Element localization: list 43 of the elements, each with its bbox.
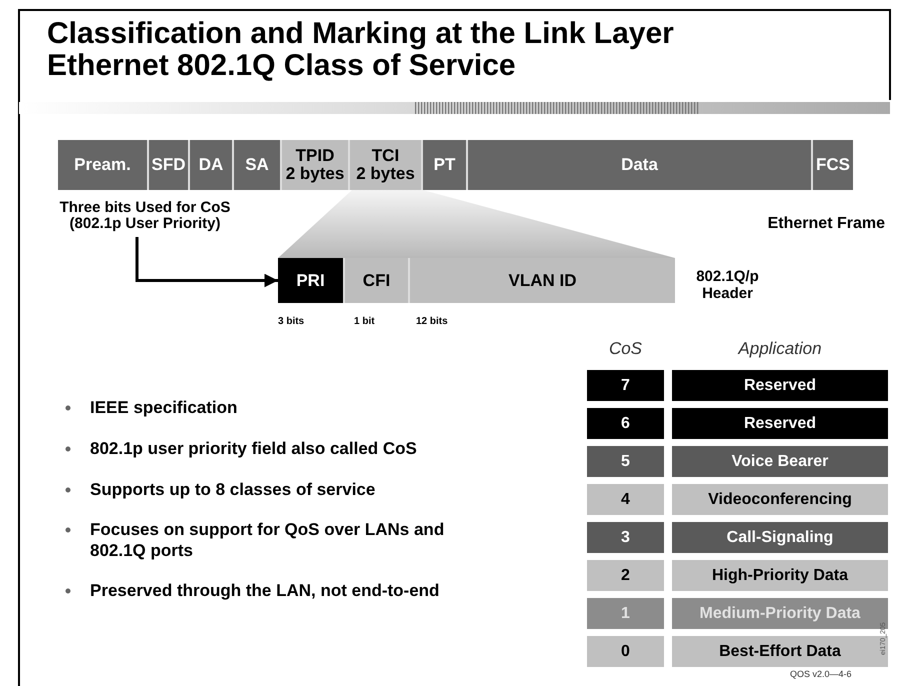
application-cell: High-Priority Data [672, 560, 888, 591]
header-field: CFI [345, 258, 410, 303]
bullet-text: 802.1p user priority field also called CoS [90, 438, 418, 459]
cos-value-cell: 5 [587, 446, 664, 477]
frame-field: PT [423, 140, 468, 190]
frame-field: DA [190, 140, 234, 190]
application-cell: Call-Signaling [672, 522, 888, 553]
cos-value-cell: 4 [587, 484, 664, 515]
cos-value-cell: 2 [587, 560, 664, 591]
frame-field: FCS [813, 140, 853, 190]
frame-field: Pream. [58, 140, 149, 190]
application-cell: Videoconferencing [672, 484, 888, 515]
frame-field: TPID 2 bytes [282, 140, 350, 190]
header-field: VLAN ID [410, 258, 675, 303]
frame-field: Data [468, 140, 813, 190]
application-cell: Reserved [672, 408, 888, 439]
cos-value-cell: 7 [587, 370, 664, 401]
header-caption: 802.1Q/p Header [695, 268, 760, 302]
frame-field: TCI 2 bytes [350, 140, 423, 190]
bullet-text: Preserved through the LAN, not end-to-end [90, 580, 440, 601]
slide-number: QOS v2.0—4-6 [790, 669, 852, 679]
cos-value-cell: 3 [587, 522, 664, 553]
bit-width-label: 3 bits [278, 316, 306, 327]
application-cell: Reserved [672, 370, 888, 401]
column-header: Application [736, 339, 823, 359]
bullet-text: Supports up to 8 classes of service [90, 479, 376, 500]
header-field: PRI [278, 258, 345, 303]
column-header: CoS [608, 339, 644, 359]
bullet-text: Focuses on support for QoS over LANs and 802.1Q ports [90, 519, 446, 561]
annotation-text: Three bits Used for CoS (802.1p User Priority) [40, 195, 250, 237]
application-cell: Voice Bearer [672, 446, 888, 477]
bit-width-label: 1 bit [354, 316, 376, 327]
slide-title: Classification and Marking at the Link Layer Ethernet 802.1Q Class of Service [47, 18, 675, 83]
ethernet-frame-caption: Ethernet Frame [766, 215, 885, 233]
bit-width-label: 12 bits [416, 316, 449, 327]
frame-field: SA [234, 140, 282, 190]
frame-field: SFD [149, 140, 190, 190]
cos-value-cell: 6 [587, 408, 664, 439]
arrow [136, 237, 278, 288]
cos-value-cell: 0 [587, 636, 664, 667]
bullet-text: IEEE specification [90, 397, 238, 418]
cos-value-cell: 1 [587, 598, 664, 629]
zoom-funnel-shape [278, 190, 675, 258]
